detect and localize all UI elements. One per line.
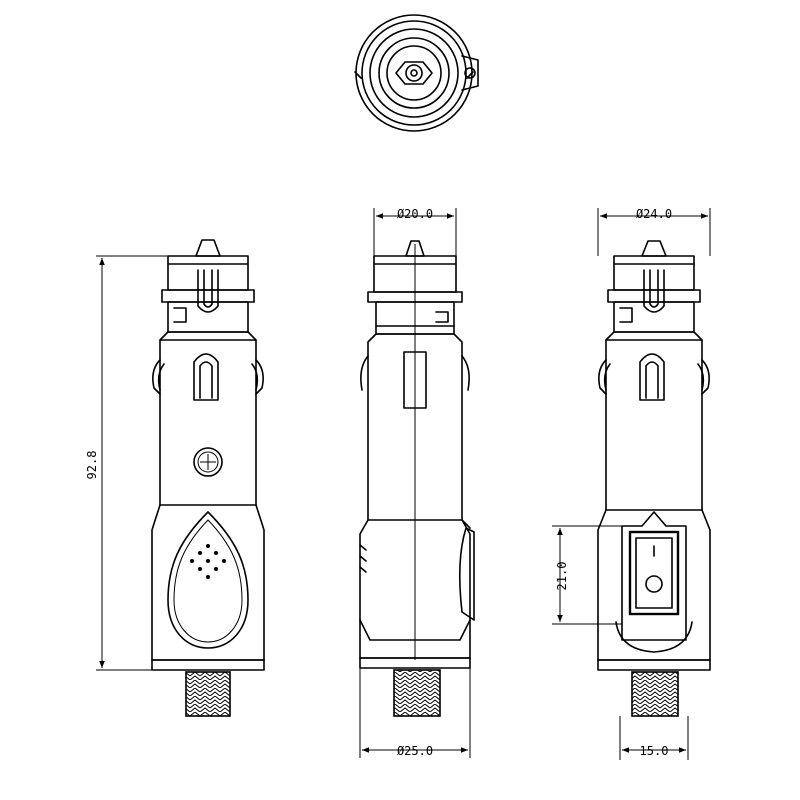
dimension-body-diameter: Ø24.0 xyxy=(597,207,711,256)
top-end-view xyxy=(354,14,479,132)
dim-overall-length: 92.8 xyxy=(85,451,99,480)
dimension-switch-height: 21.0 xyxy=(552,525,622,625)
dimension-overall-length: 92.8 xyxy=(85,255,196,671)
dim-body-diameter: Ø24.0 xyxy=(636,207,672,221)
dim-base-diameter: Ø25.0 xyxy=(397,744,433,758)
side-view xyxy=(359,240,475,717)
dimension-cable-width: 15.0 xyxy=(619,716,689,760)
front-view xyxy=(151,239,265,717)
dim-tip-diameter: Ø20.0 xyxy=(397,207,433,221)
switch-side-view xyxy=(597,240,711,717)
dim-cable-width: 15.0 xyxy=(640,744,669,758)
dimension-tip-diameter: Ø20.0 xyxy=(373,207,457,256)
dimension-base-diameter: Ø25.0 xyxy=(359,668,471,758)
dim-switch-height: 21.0 xyxy=(555,562,569,591)
